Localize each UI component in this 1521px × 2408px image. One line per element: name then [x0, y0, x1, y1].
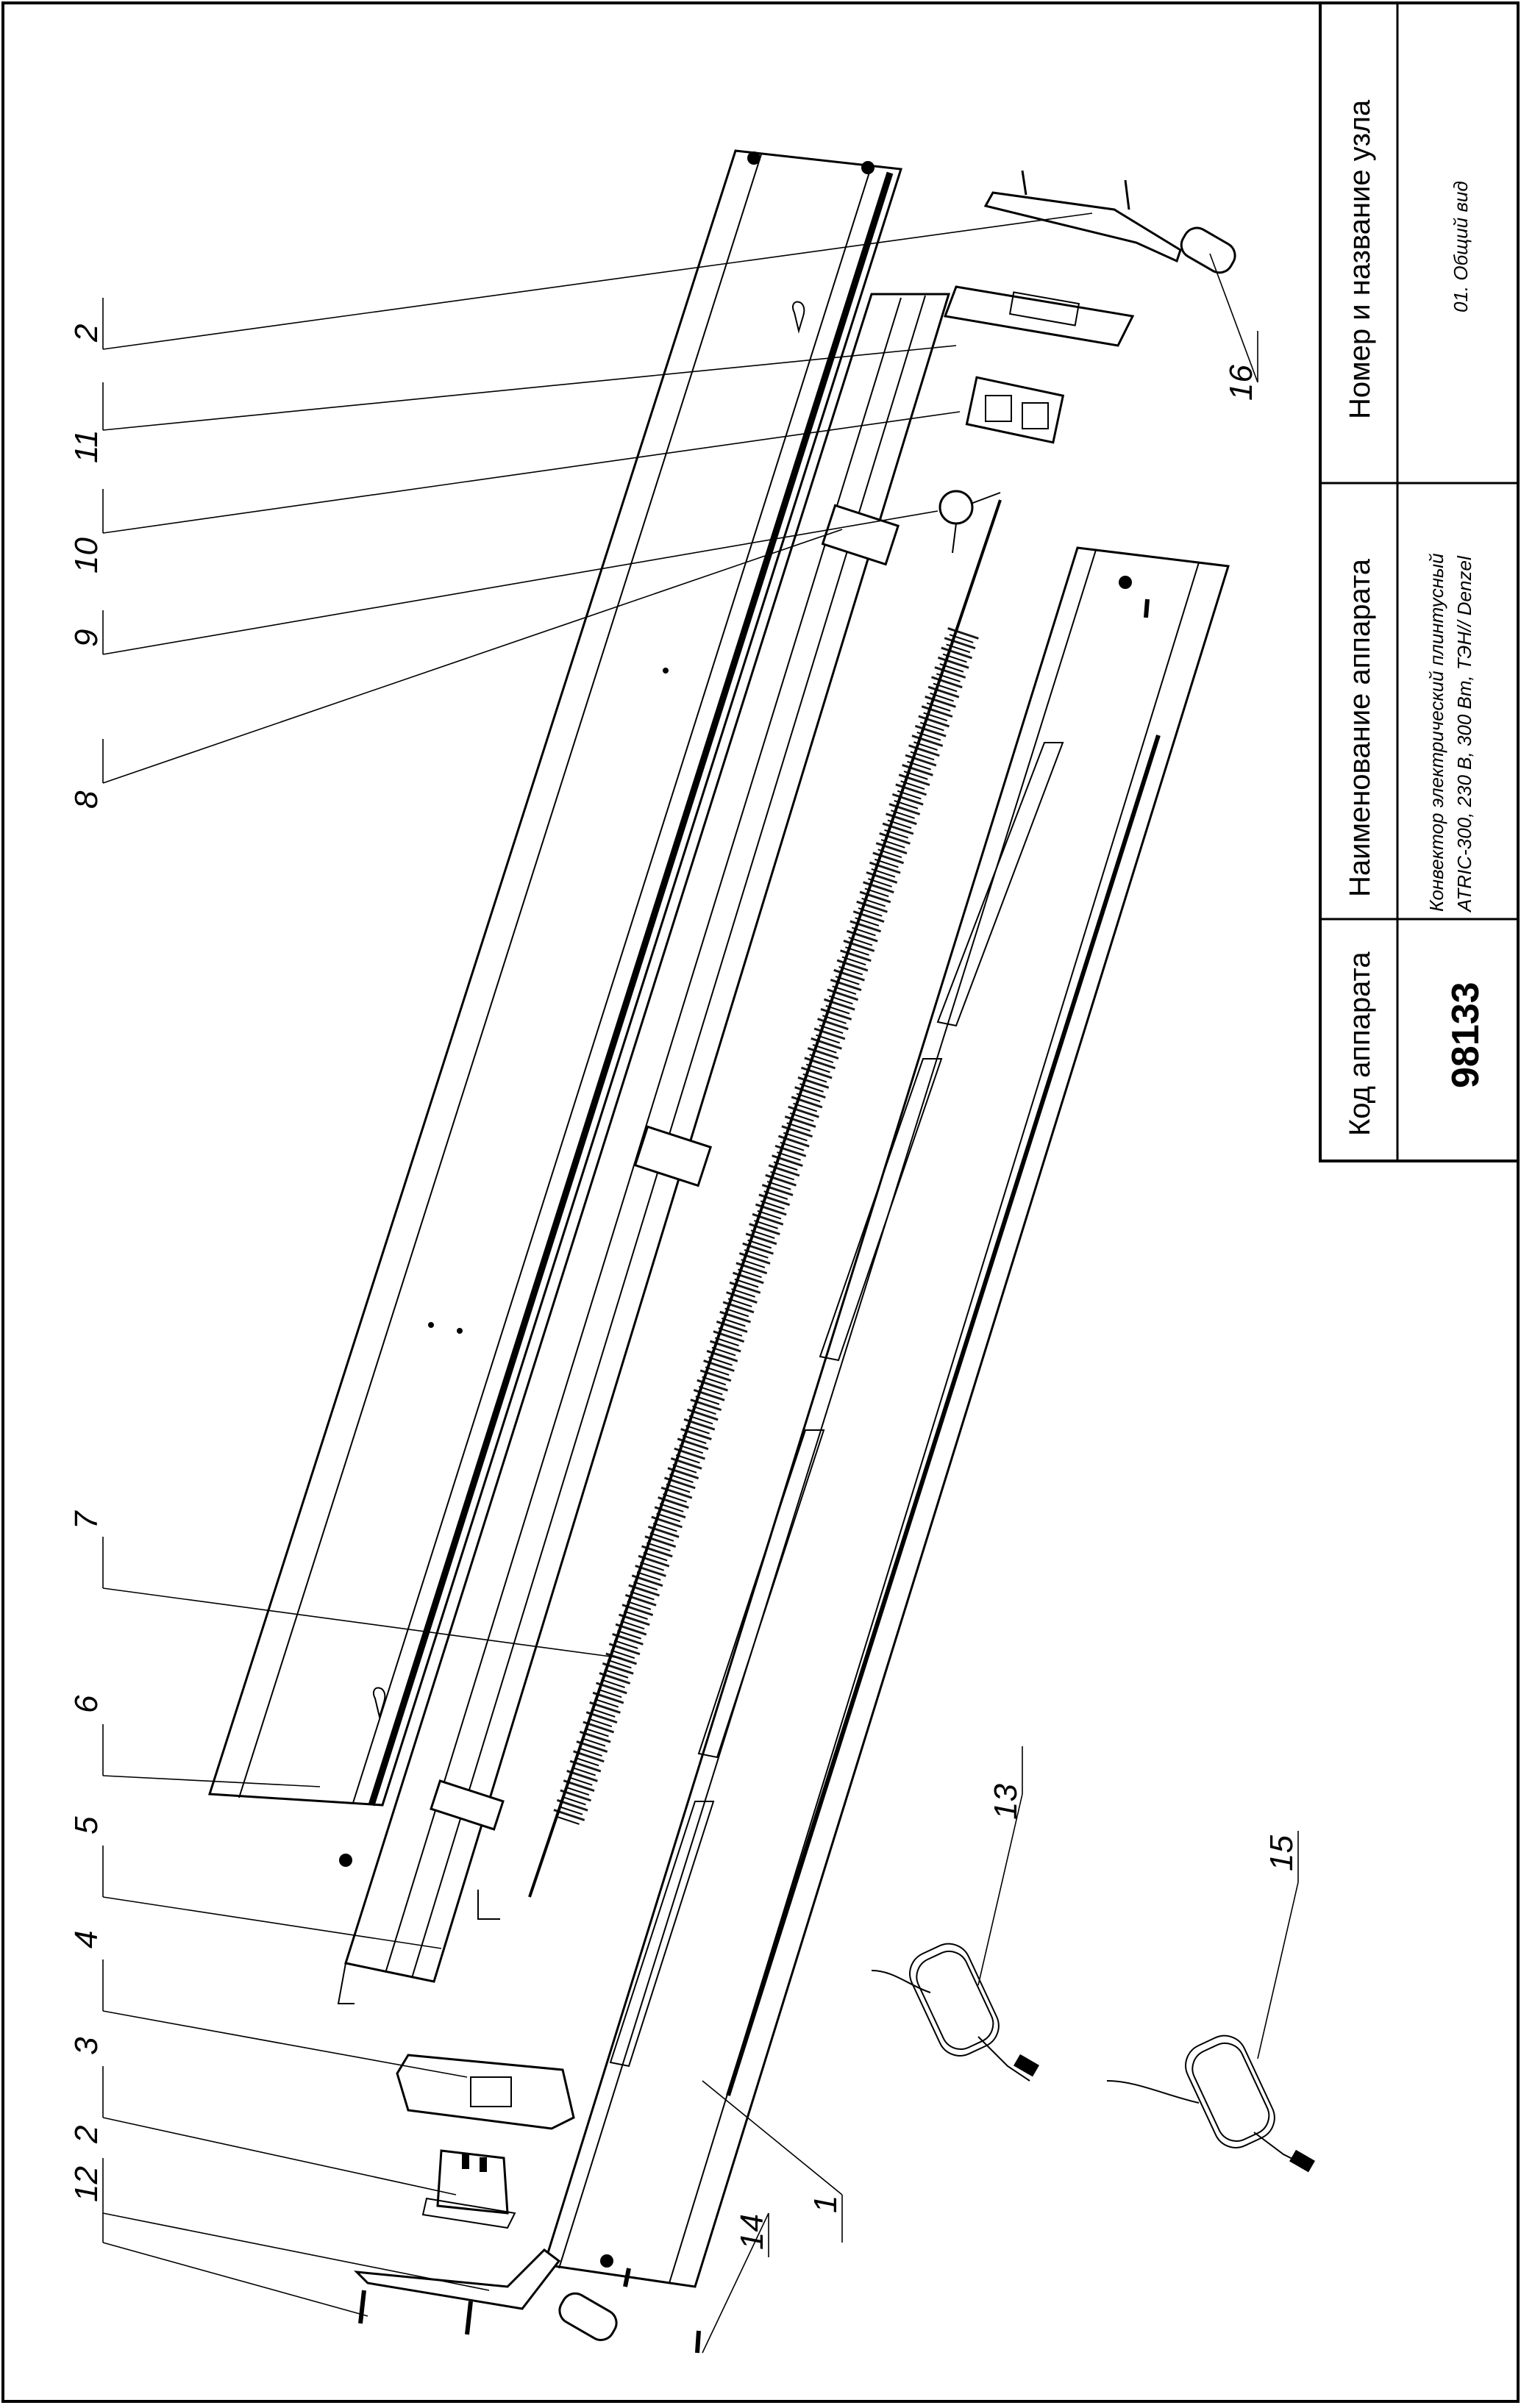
callout-9: 9 — [68, 629, 104, 647]
title-block: Код аппарата 98133 Наименование аппарата… — [1319, 1, 1520, 1162]
name-header: Наименование аппарата — [1344, 558, 1376, 897]
leader-lines — [102, 212, 1299, 2354]
part-3-terminal-block — [421, 2149, 516, 2229]
callout-13: 12 — [68, 2166, 104, 2202]
callout-11: 11 — [68, 429, 104, 463]
part-11-bracket — [943, 285, 1135, 347]
screws — [358, 599, 1150, 2354]
part-7-heating-element — [528, 499, 1002, 1898]
part-12-power-cord — [871, 1943, 1039, 2082]
node-header: Номер и название узла — [1344, 99, 1376, 419]
callout-3: 3 — [68, 2037, 104, 2055]
callout-7: 7 — [68, 1510, 104, 1529]
part-5-inner-chassis — [337, 293, 951, 2004]
code-header: Код аппарата — [1344, 951, 1376, 1136]
node-name: 01. Общий вид — [1450, 181, 1472, 312]
apparatus-name-line1: Конвектор электрический плинтусный — [1425, 553, 1447, 912]
part-10-switch-block — [965, 376, 1065, 444]
callout-12: 13 — [988, 1784, 1024, 1820]
callout-numbers: 12 2 3 4 5 6 7 8 9 10 11 2 14 1 13 15 16 — [68, 324, 1300, 2250]
callout-8: 8 — [68, 790, 104, 809]
apparatus-name-line2: ATRIC-300, 230 В, 300 Вт, ТЭН// Denzel — [1453, 555, 1475, 913]
part-4-side-bracket — [396, 2054, 575, 2130]
callout-16: 16 — [1223, 365, 1259, 401]
part-15-power-cord — [1106, 2034, 1315, 2173]
callout-6: 6 — [68, 1695, 104, 1713]
callout-4: 4 — [68, 1931, 104, 1948]
part-6-rear-housing — [207, 149, 902, 1867]
part-1-front-cover — [543, 546, 1230, 2288]
callout-14: 14 — [734, 2214, 770, 2250]
part-9-connector — [938, 490, 1001, 554]
callout-1: 1 — [808, 2196, 844, 2213]
callout-15: 15 — [1264, 1835, 1300, 1871]
callout-2-top: 2 — [68, 324, 104, 343]
callout-2-bottom: 2 — [68, 2126, 104, 2144]
callout-10: 10 — [68, 537, 104, 574]
part-2-end-cap-bottom — [353, 2248, 618, 2341]
part-2-end-cap-top — [983, 170, 1236, 274]
callout-5: 5 — [68, 1816, 104, 1834]
apparatus-code: 98133 — [1445, 982, 1487, 1088]
